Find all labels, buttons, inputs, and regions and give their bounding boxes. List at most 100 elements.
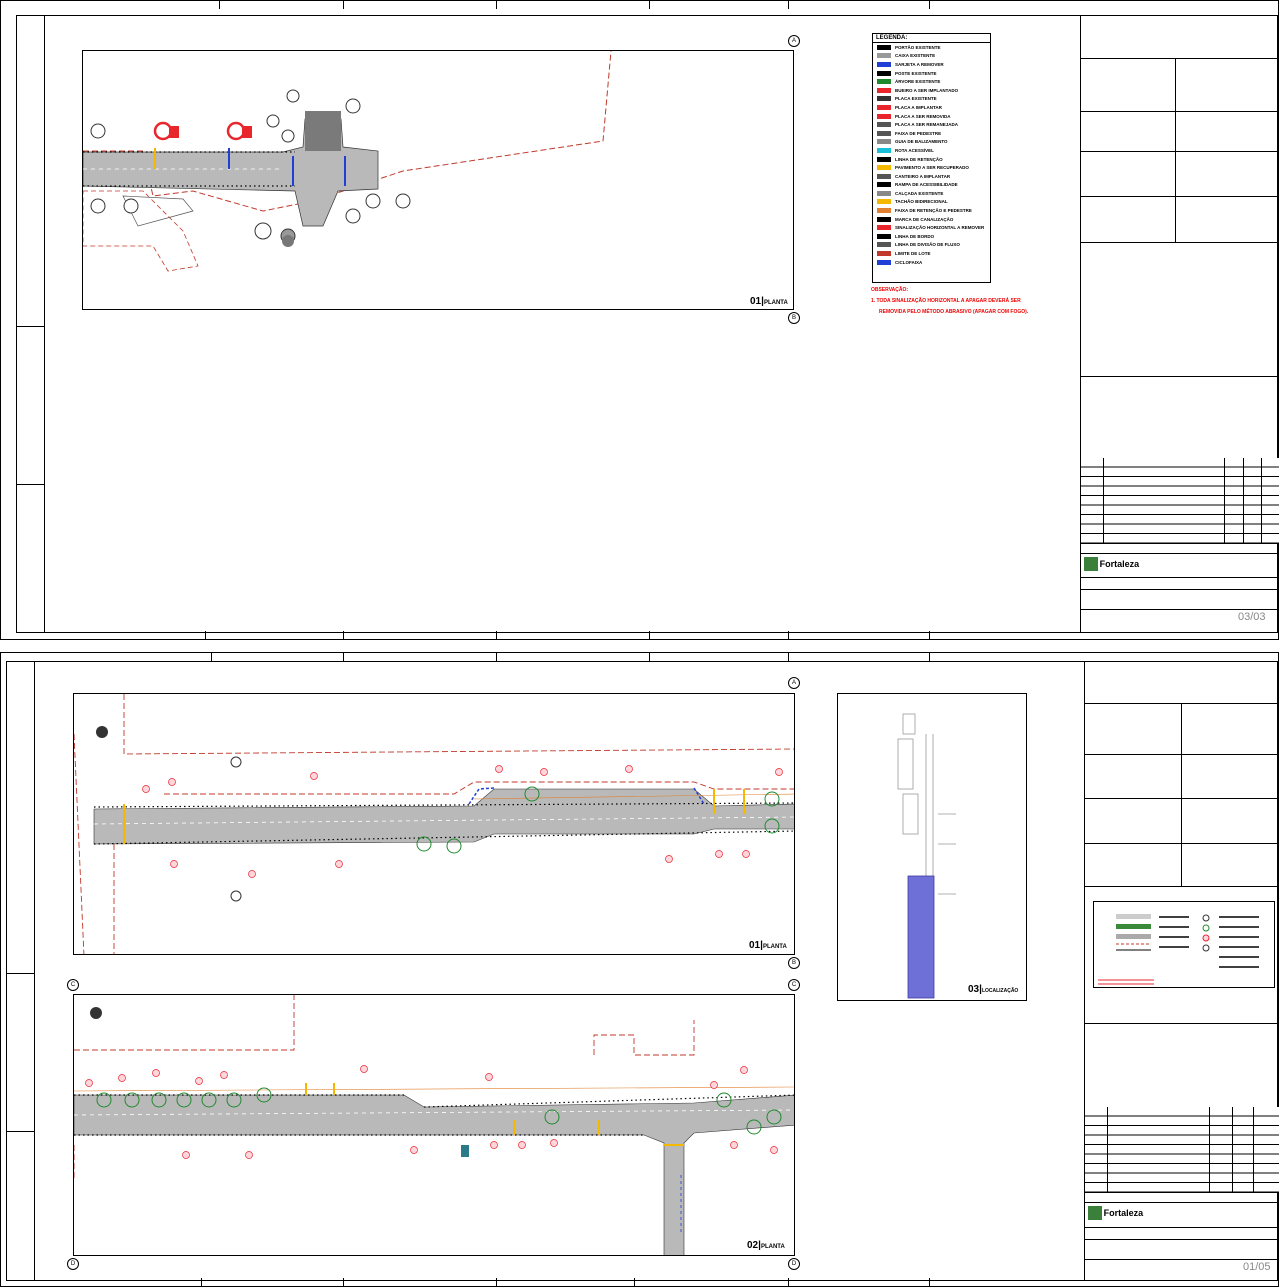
- legend-item-label: GUIA DE BALIZAMENTO: [895, 139, 948, 145]
- legend-item: RAMPA DE ACESSIBILIDADE: [873, 181, 990, 190]
- legend-item: GUIA DE BALIZAMENTO: [873, 138, 990, 147]
- legend-title: LEGENDA:: [873, 34, 990, 43]
- legend-item: CANTEIRO A IMPLANTAR: [873, 172, 990, 181]
- legend-symbol-icon: [877, 79, 891, 85]
- legend-item: LINHA DE RETENÇÃO: [873, 155, 990, 164]
- legend-item: PAVIMENTO A SER RECUPERADO: [873, 163, 990, 172]
- legend-symbol-icon: [877, 251, 891, 257]
- title-block: Fortaleza 03/03: [1080, 15, 1279, 633]
- legend-symbol-icon: [877, 165, 891, 171]
- legend-item-label: PLACA A SER REMANEJADA: [895, 122, 959, 128]
- viewport-2-label: 02|PLANTA: [747, 1240, 785, 1251]
- legend-item-label: SINALIZAÇÃO HORIZONTAL A REMOVER: [895, 225, 985, 231]
- legend-item: CAIXA EXISTENTE: [873, 52, 990, 61]
- sheet-frame: [6, 661, 1278, 1281]
- corner-mark-c-right: C: [788, 979, 800, 991]
- sheet-frame: [16, 15, 1278, 633]
- legend-item-label: TACHÃO BIDIRECIONAL: [895, 199, 948, 205]
- legend-symbol-icon: [877, 87, 891, 93]
- legend-symbol-icon: [877, 44, 891, 50]
- corner-mark-a: A: [788, 35, 800, 47]
- location-label: 03|LOCALIZAÇÃO: [968, 984, 1019, 995]
- legend-item: SARJETA A REMOVER: [873, 60, 990, 69]
- plan-viewport[interactable]: 01|PLANTA: [82, 50, 794, 310]
- legend-symbol-icon: [877, 96, 891, 102]
- drawing-sheet-2: 01|PLANTA: [0, 652, 1279, 1287]
- legend-item-label: BUEIRO A SER IMPLANTADO: [895, 87, 959, 93]
- legend-item-label: ÁRVORE EXISTENTE: [895, 79, 941, 85]
- corner-mark-c: C: [67, 979, 79, 991]
- observation-line-2: REMOVIDA PELO MÉTODO ABRASIVO (APAGAR CO…: [879, 309, 1029, 315]
- legend-symbol-icon: [877, 225, 891, 231]
- corner-mark-d-right: D: [788, 1258, 800, 1270]
- legend-item-label: CANTEIRO A IMPLANTAR: [895, 173, 951, 179]
- legend-symbol-icon: [877, 259, 891, 265]
- legend-item-label: FAIXA DE RETENÇÃO E PEDESTRE: [895, 208, 972, 214]
- legend-symbol-icon: [877, 53, 891, 59]
- legend-item-label: SARJETA A REMOVER: [895, 61, 944, 67]
- fortaleza-logo: Fortaleza: [1084, 557, 1139, 571]
- legend-item-label: PLACA A SER REMOVIDA: [895, 113, 951, 119]
- legend-item-label: PORTÃO EXISTENTE: [895, 44, 941, 50]
- legend-symbol-icon: [877, 199, 891, 205]
- legend-item: POSTE EXISTENTE: [873, 69, 990, 78]
- legend-symbol-icon: [877, 182, 891, 188]
- legend-symbol-icon: [877, 122, 891, 128]
- logo-emblem-icon: [1084, 557, 1098, 571]
- legend-item: CICLOFAIXA: [873, 258, 990, 267]
- legend-symbol-icon: [877, 173, 891, 179]
- plan-viewport-2[interactable]: 02|PLANTA: [73, 994, 795, 1256]
- legend-item-label: LINHA DE RETENÇÃO: [895, 156, 943, 162]
- legend-item: LINHA DE BORDO: [873, 232, 990, 241]
- legend-item-label: PLACA EXISTENTE: [895, 96, 937, 102]
- legend-item-label: CALÇADA EXISTENTE: [895, 190, 944, 196]
- viewport-1-label: 01|PLANTA: [749, 940, 787, 951]
- legend-item-label: CICLOFAIXA: [895, 259, 923, 265]
- location-viewport[interactable]: 03|LOCALIZAÇÃO: [837, 693, 1027, 1001]
- legend-item-label: PAVIMENTO A SER RECUPERADO: [895, 165, 969, 171]
- corner-mark-d: D: [67, 1258, 79, 1270]
- legend-item: PORTÃO EXISTENTE: [873, 43, 990, 52]
- legend-symbol-icon: [877, 216, 891, 222]
- legend-item: FAIXA DE PEDESTRE: [873, 129, 990, 138]
- corner-mark-a: A: [788, 677, 800, 689]
- legend-item: FAIXA DE RETENÇÃO E PEDESTRE: [873, 206, 990, 215]
- legend-item: CALÇADA EXISTENTE: [873, 189, 990, 198]
- legend-symbol-icon: [877, 104, 891, 110]
- plan-viewport-1[interactable]: 01|PLANTA: [73, 693, 795, 955]
- legend-item-label: LINHA DE BORDO: [895, 233, 935, 239]
- legend-symbol-icon: [877, 208, 891, 214]
- observation-heading: OBSERVAÇÃO:: [871, 287, 909, 293]
- legend-symbol-icon: [877, 61, 891, 67]
- legend-item-label: MARCA DE CANALIZAÇÃO: [895, 216, 954, 222]
- drawing-sheet-1: 01|PLANTA A B LEGENDA: PORTÃO EXISTENTE C…: [0, 0, 1279, 640]
- legend-item: PLACA A SER REMOVIDA: [873, 112, 990, 121]
- legend-symbol-icon: [877, 156, 891, 162]
- legend-symbol-icon: [877, 70, 891, 76]
- legend-symbol-icon: [877, 233, 891, 239]
- title-block: Fortaleza 01/05: [1084, 661, 1279, 1281]
- legend-item-label: RAMPA DE ACESSIBILIDADE: [895, 182, 958, 188]
- legend-item: ROTA ACESSÍVEL: [873, 146, 990, 155]
- road-plan-drawing: [83, 51, 612, 272]
- legend-item: TACHÃO BIDIRECIONAL: [873, 198, 990, 207]
- legend-symbol-icon: [877, 139, 891, 145]
- road-plan-drawing-2: [74, 995, 794, 1255]
- legend-item: PLACA A IMPLANTAR: [873, 103, 990, 112]
- corner-mark-b: B: [788, 312, 800, 324]
- legend-list: PORTÃO EXISTENTE CAIXA EXISTENTE SARJETA A…: [873, 43, 990, 266]
- legend-item-label: CAIXA EXISTENTE: [895, 53, 936, 59]
- corner-mark-b: B: [788, 957, 800, 969]
- legend-item: BUEIRO A SER IMPLANTADO: [873, 86, 990, 95]
- sheet-number: 01/05: [1243, 1261, 1271, 1273]
- legend-symbol-icon: [877, 242, 891, 248]
- sheet-number: 03/03: [1238, 611, 1266, 623]
- legend-item-label: LINHA DE DIVISÃO DE FLUXO: [895, 242, 960, 248]
- legend-item: PLACA A SER REMANEJADA: [873, 120, 990, 129]
- legend-item: MARCA DE CANALIZAÇÃO: [873, 215, 990, 224]
- logo-emblem-icon: [1088, 1206, 1102, 1220]
- legend-item-label: PLACA A IMPLANTAR: [895, 104, 942, 110]
- legend-item: PLACA EXISTENTE: [873, 95, 990, 104]
- legend-item-label: ROTA ACESSÍVEL: [895, 147, 934, 153]
- observation-note: OBSERVAÇÃO: 1. TODA SINALIZAÇÃO HORIZONT…: [871, 285, 1028, 318]
